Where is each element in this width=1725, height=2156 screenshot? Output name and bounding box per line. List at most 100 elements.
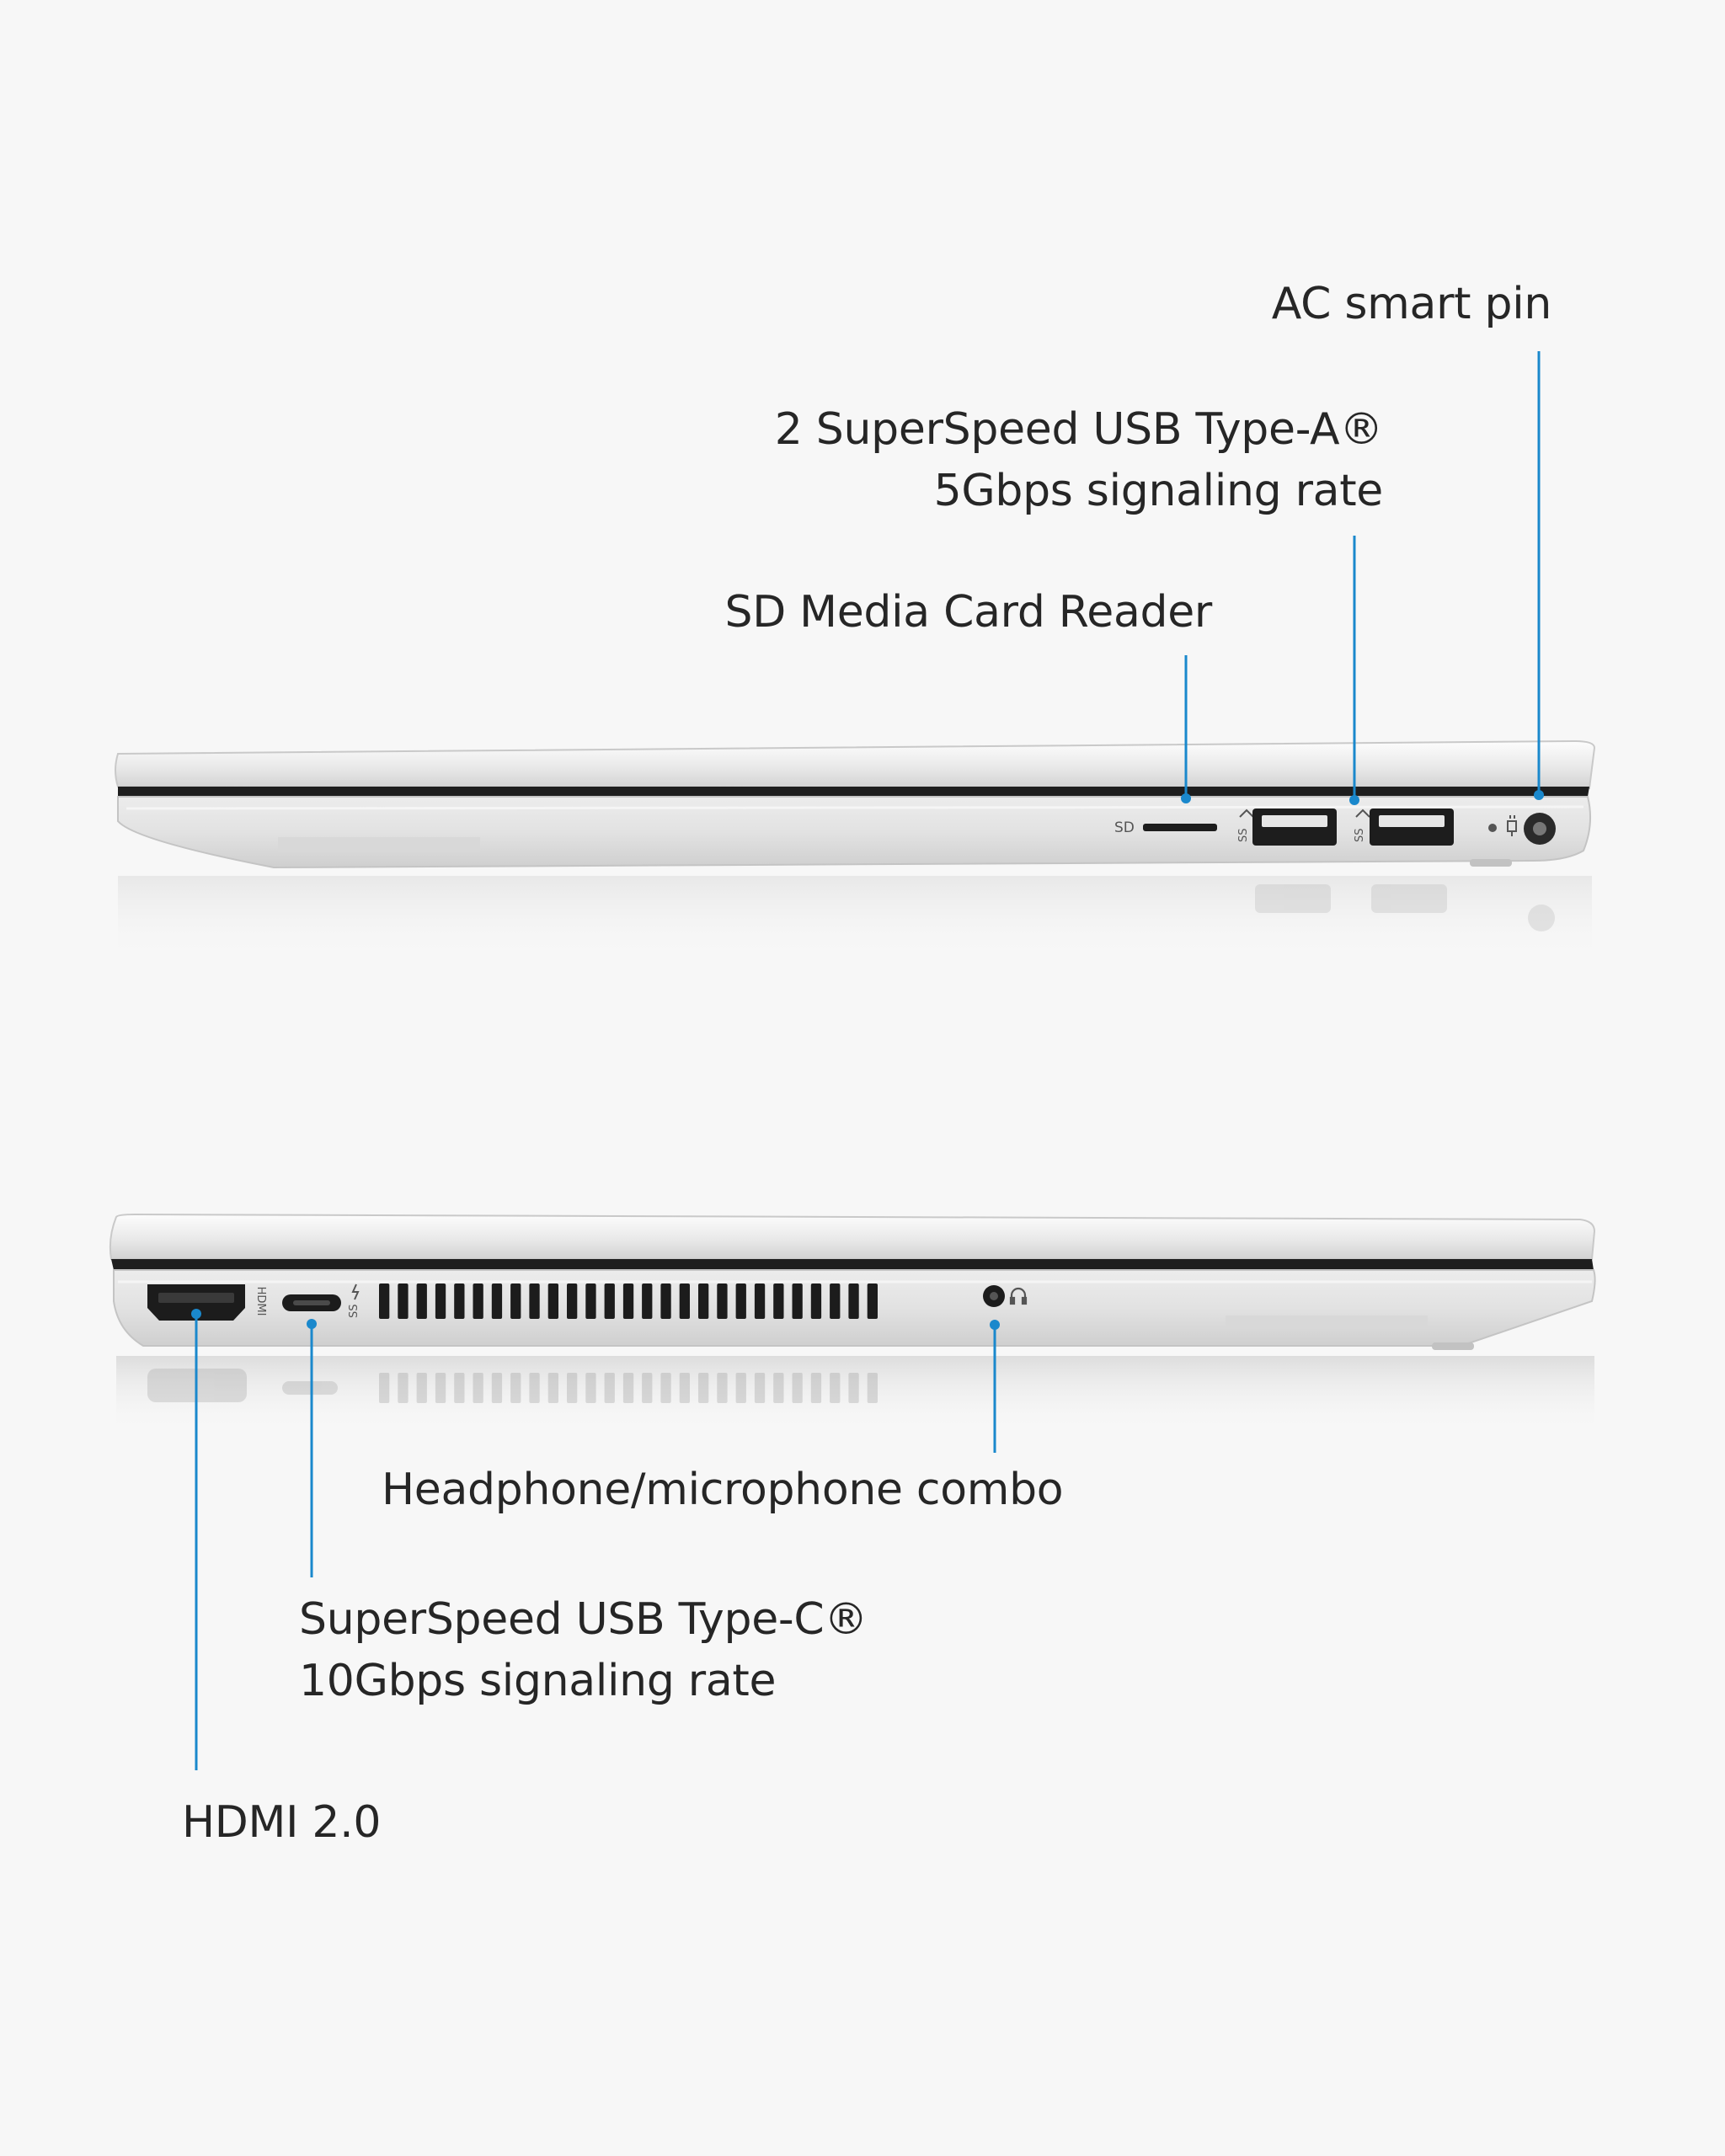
usb-ss-mark-1: SS xyxy=(1237,828,1250,842)
vent-slot-reflection xyxy=(792,1373,803,1403)
vent-slot xyxy=(473,1283,483,1319)
vent-slot xyxy=(754,1283,766,1319)
vent-slot xyxy=(529,1283,540,1319)
usb-c-port-inner xyxy=(293,1300,330,1305)
sd-mark: SD xyxy=(1114,819,1135,836)
vent-slot-reflection xyxy=(567,1373,578,1403)
vent-slot xyxy=(810,1283,822,1319)
usb-c-label-line2: 10Gbps signaling rate xyxy=(299,1656,777,1706)
usb-c-label: SuperSpeed USB Type-C® 10Gbps signaling … xyxy=(299,1589,868,1712)
vent-slot xyxy=(848,1283,859,1319)
vent-slot xyxy=(510,1283,521,1319)
usb-a-port-2-tongue xyxy=(1379,815,1445,827)
headphone-jack-center xyxy=(990,1292,998,1300)
hdmi-port-inner xyxy=(158,1293,234,1303)
vent-slot xyxy=(698,1283,709,1319)
vent-slot-reflection xyxy=(510,1373,521,1403)
vent-slot-reflection xyxy=(642,1373,653,1403)
left-side-speaker-grille xyxy=(1226,1315,1428,1329)
vent-slot-reflection xyxy=(679,1373,690,1403)
right-side-base xyxy=(117,796,1591,869)
vent-slot xyxy=(491,1283,503,1319)
vent-slot xyxy=(398,1283,409,1319)
hdmi-callout-dot xyxy=(191,1309,201,1319)
vent-slot-reflection xyxy=(473,1373,483,1403)
left-side-hinge-gap xyxy=(111,1259,1594,1270)
vent-slot-reflection xyxy=(398,1373,409,1403)
right-side-laptop: SD SS SS xyxy=(115,739,1596,960)
right-side-speaker-grille xyxy=(278,837,480,852)
vent-slot xyxy=(773,1283,784,1319)
usb-a-label-line1: 2 SuperSpeed USB Type-A® xyxy=(774,404,1384,455)
usb-a-label: 2 SuperSpeed USB Type-A® 5Gbps signaling… xyxy=(774,399,1384,522)
vent-slot xyxy=(435,1283,446,1319)
sd-callout-dot xyxy=(1181,793,1191,803)
vent-slot-reflection xyxy=(622,1373,634,1403)
right-side-hinge-gap xyxy=(118,787,1589,797)
vent-slot xyxy=(830,1283,841,1319)
vent-slot xyxy=(642,1283,653,1319)
vent-slot-reflection xyxy=(717,1373,728,1403)
vent-slot xyxy=(679,1283,690,1319)
headset-icon xyxy=(1009,1287,1028,1305)
usb-a-label-line2: 5Gbps signaling rate xyxy=(933,466,1384,516)
vent-slot xyxy=(660,1283,671,1319)
right-side-reflection xyxy=(118,876,1592,960)
power-delivery-bolt-icon xyxy=(351,1283,360,1300)
usb-c-label-line1: SuperSpeed USB Type-C® xyxy=(299,1594,868,1645)
sd-reader-label: SD Media Card Reader xyxy=(724,587,1213,638)
vent-slot xyxy=(379,1283,390,1319)
power-plug-icon xyxy=(1507,815,1517,836)
left-side-reflection xyxy=(116,1356,1594,1432)
vent-slot xyxy=(454,1283,465,1319)
vent-slot xyxy=(792,1283,803,1319)
vent-slot-reflection xyxy=(547,1373,558,1403)
right-side-lid xyxy=(115,739,1596,790)
left-side-lid xyxy=(109,1213,1596,1260)
vent-slot xyxy=(622,1283,634,1319)
charging-led xyxy=(1488,824,1497,832)
usb-symbol-icon xyxy=(1355,808,1370,818)
vent-slot-reflection xyxy=(810,1373,822,1403)
vent-slot-reflection xyxy=(848,1373,859,1403)
vent-slot xyxy=(585,1283,596,1319)
headphone-callout-dot xyxy=(990,1320,1000,1330)
vent-slot xyxy=(717,1283,728,1319)
left-side-foot xyxy=(1432,1342,1474,1350)
vent-slot-reflection xyxy=(698,1373,709,1403)
vent-slot-reflection xyxy=(491,1373,503,1403)
vent-slot-reflection xyxy=(867,1373,878,1403)
usb-c-ss-mark: SS xyxy=(348,1304,360,1318)
vent-slot xyxy=(735,1283,746,1319)
cooling-vent-grille xyxy=(379,1283,878,1319)
headphone-label: Headphone/microphone combo xyxy=(382,1465,1064,1515)
vent-slot-reflection xyxy=(604,1373,615,1403)
vent-slot xyxy=(567,1283,578,1319)
ac-smart-pin-label: AC smart pin xyxy=(1271,279,1552,329)
sd-card-slot xyxy=(1143,824,1217,831)
usb-symbol-icon xyxy=(1239,808,1254,818)
hdmi-label: HDMI 2.0 xyxy=(182,1797,382,1848)
vent-slot-reflection xyxy=(773,1373,784,1403)
vent-slot-reflection xyxy=(416,1373,427,1403)
vent-slot-reflection xyxy=(660,1373,671,1403)
usb-ss-mark-2: SS xyxy=(1354,828,1366,842)
vent-slot-reflection xyxy=(529,1373,540,1403)
vent-slot-reflection xyxy=(454,1373,465,1403)
vent-slot xyxy=(416,1283,427,1319)
left-side-laptop: HDMI SS xyxy=(109,1213,1596,1432)
ac-smart-pin-center xyxy=(1533,822,1546,835)
usb-a-port-1-tongue xyxy=(1262,815,1327,827)
ac-smart-pin-callout-dot xyxy=(1534,790,1544,800)
vent-slot-reflection xyxy=(435,1373,446,1403)
vent-slot-reflection xyxy=(754,1373,766,1403)
vent-slot xyxy=(867,1283,878,1319)
usb-c-callout-dot xyxy=(307,1319,317,1329)
hdmi-mark: HDMI xyxy=(254,1287,267,1316)
right-side-foot xyxy=(1470,859,1512,867)
vent-slot-reflection xyxy=(379,1373,390,1403)
right-side-reflection-ports xyxy=(1255,884,1555,931)
usb-a-callout-dot xyxy=(1349,795,1359,805)
vent-slot-reflection xyxy=(735,1373,746,1403)
